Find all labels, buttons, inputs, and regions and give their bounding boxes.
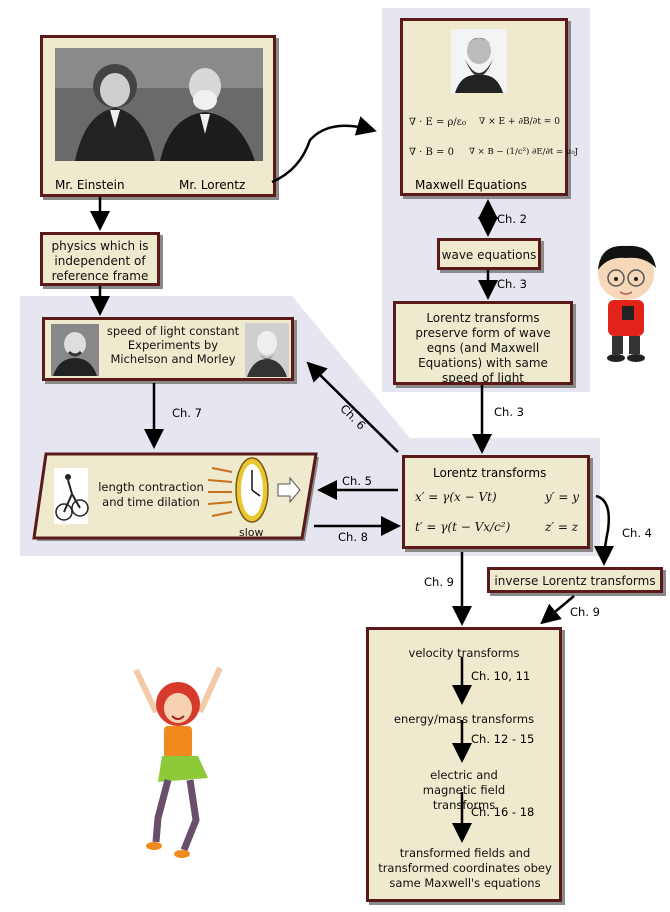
ch3-label-lower: Ch. 3 <box>494 405 524 419</box>
lorentz-eq-t: t′ = γ(t − Vx/c²) <box>415 520 511 534</box>
maxwell-box: ∇ · E = ρ/ε₀ ∇ × E + ∂B/∂t = 0 ∇ · B = 0… <box>400 18 578 196</box>
lorentz-preserve-box: Lorentz transforms preserve form of wave… <box>393 301 573 385</box>
lorentz-transforms-title: Lorentz transforms <box>433 466 547 480</box>
contraction-text: length contraction and time dilation <box>98 480 204 509</box>
inverse-lorentz-text: inverse Lorentz transforms <box>494 574 656 588</box>
clock-icon <box>207 457 301 523</box>
energy-mass-transforms-text: energy/mass transforms <box>393 712 535 726</box>
morley-portrait <box>245 323 289 377</box>
ch2-label: Ch. 2 <box>497 212 527 226</box>
ch9-label-left: Ch. 9 <box>424 575 454 589</box>
lorentz-transforms-box: Lorentz transforms x′ = γ(x − Vt) y′ = y… <box>402 455 590 549</box>
lorentz-preserve-text: Lorentz transforms preserve form of wave… <box>415 311 551 385</box>
girl-cartoon <box>128 660 228 860</box>
einstein-lorentz-photo <box>55 48 263 161</box>
maxwell-portrait <box>451 29 507 93</box>
speed-of-light-text: speed of light constant Experiments by M… <box>106 324 240 366</box>
ch8-label: Ch. 8 <box>338 530 368 544</box>
slow-label: slow <box>239 526 264 539</box>
ch16-18-label: Ch. 16 - 18 <box>471 805 535 819</box>
lorentz-eq-z: z′ = z <box>545 520 579 534</box>
maxwell-eq-faraday: ∇ × E + ∂B/∂t = 0 <box>479 117 560 127</box>
lorentz-caption: Mr. Lorentz <box>179 178 246 192</box>
ch10-11-label: Ch. 10, 11 <box>471 669 531 683</box>
maxwell-eq-gauss-e: ∇ · E = ρ/ε₀ <box>409 117 466 128</box>
contraction-box: length contraction and time dilation slo… <box>32 450 320 544</box>
michelson-portrait <box>51 324 99 376</box>
ch9-label-right: Ch. 9 <box>570 605 600 619</box>
lorentz-eq-x: x′ = γ(x − Vt) <box>415 490 497 504</box>
independent-physics-text: physics which is independent of referenc… <box>51 239 149 283</box>
velocity-transforms-text: velocity transforms <box>408 646 520 660</box>
wave-equations-text: wave equations <box>441 248 537 262</box>
lorentz-eq-y: y′ = y <box>545 490 579 504</box>
ch12-15-label: Ch. 12 - 15 <box>471 732 535 746</box>
maxwell-eq-ampere: ∇ × B − (1/c²) ∂E/∂t = μ₀J <box>469 147 579 157</box>
boy-cartoon <box>586 240 668 368</box>
einstein-lorentz-box: Mr. Einstein Mr. Lorentz <box>40 35 276 197</box>
einstein-caption: Mr. Einstein <box>55 178 125 192</box>
field-transforms-text: electric and magnetic field transforms <box>422 768 506 812</box>
inverse-lorentz-box: inverse Lorentz transforms <box>487 567 663 593</box>
cyclist-icon <box>54 468 89 524</box>
maxwell-title: Maxwell Equations <box>415 178 527 192</box>
ch7-label: Ch. 7 <box>172 406 202 420</box>
speed-of-light-box: speed of light constant Experiments by M… <box>42 317 294 381</box>
ch4-label: Ch. 4 <box>622 526 652 540</box>
maxwell-invariance-text: transformed fields and transformed coord… <box>378 846 552 890</box>
wave-equations-box: wave equations <box>437 238 541 270</box>
maxwell-eq-gauss-b: ∇ · B = 0 <box>409 147 454 158</box>
ch3-label-upper: Ch. 3 <box>497 277 527 291</box>
derived-transforms-box: velocity transforms energy/mass transfor… <box>366 627 562 902</box>
ch5-label: Ch. 5 <box>342 474 372 488</box>
independent-physics-box: physics which is independent of referenc… <box>40 232 160 286</box>
